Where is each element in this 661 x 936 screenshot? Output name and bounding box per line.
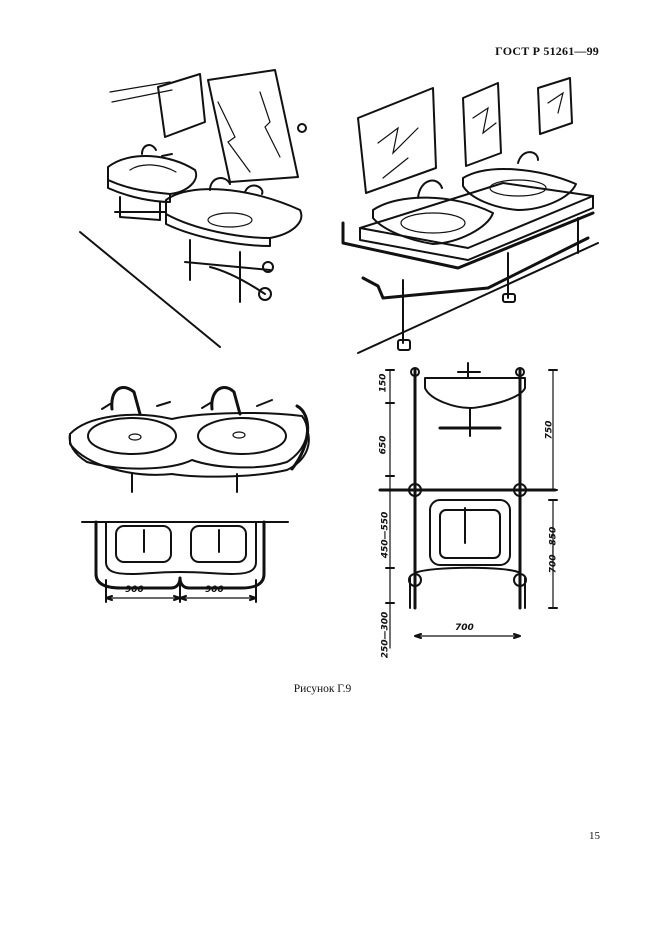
dimension-top-rail-offset: 150: [378, 373, 389, 393]
dimension-basin-to-rail: 450—550: [380, 511, 391, 559]
drawing-twin-basins-front: [81, 520, 289, 603]
drawing-rail-elevation: [378, 362, 558, 649]
illustration-twin-basins-perspective: [68, 386, 310, 493]
dimension-upper-rail-gap: 650: [378, 435, 389, 455]
page-number: 15: [589, 830, 600, 842]
dimension-basin-width-left: 900: [125, 585, 144, 595]
dimension-rail-height-lower: 700—850: [548, 526, 559, 574]
dimension-floor-rail-gap: 250—300: [380, 611, 391, 659]
illustration-basins-perspective-left: [79, 69, 307, 348]
dimension-frame-width: 700: [455, 623, 474, 633]
standard-code: ГОСТ Р 51261—99: [495, 44, 599, 58]
figure-caption: Рисунок Г.9: [293, 683, 352, 695]
illustration-basins-perspective-right: [341, 77, 599, 354]
dimension-rail-height-upper: 750: [544, 420, 555, 440]
dimension-basin-width-right: 900: [205, 585, 224, 595]
